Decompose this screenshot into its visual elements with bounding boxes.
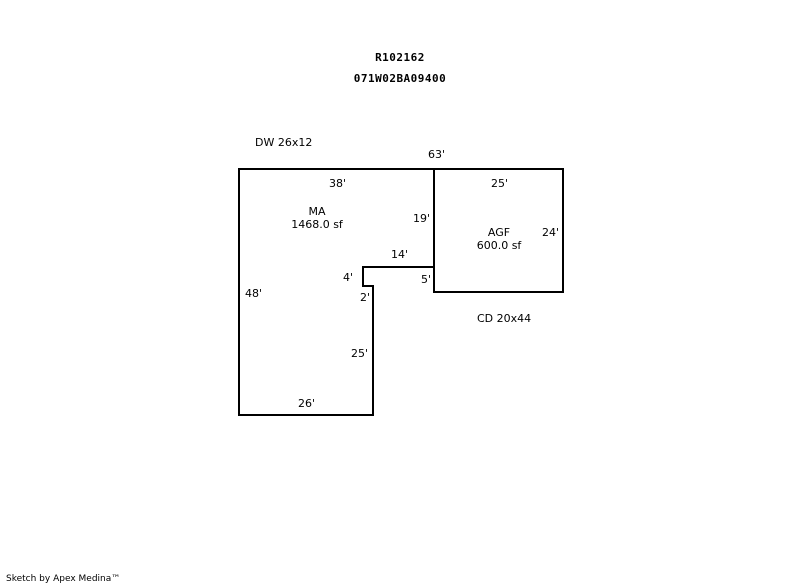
- garage-code: AGF: [487, 226, 511, 239]
- ma-dim-notch-top: 14': [391, 248, 409, 261]
- ma-dim-lower-right: 25': [351, 347, 369, 360]
- overall-width-label: 63': [428, 148, 446, 161]
- ma-dim-notch-left: 4': [343, 271, 354, 284]
- garage-area-size: 600.0 sf: [476, 239, 522, 252]
- sketch-credit: Sketch by Apex Medina™: [6, 574, 121, 584]
- garage-outline: [433, 168, 564, 293]
- ma-dim-bottom: 26': [298, 397, 316, 410]
- agf-dim-right: 24': [542, 226, 560, 239]
- main-area-size: 1468.0 sf: [291, 218, 343, 231]
- note-dw: DW 26x12: [255, 136, 313, 149]
- main-area-label: MA 1468.0 sf: [280, 205, 354, 231]
- main-area-code: MA: [308, 205, 326, 218]
- ma-dim-left: 48': [245, 287, 263, 300]
- ma-dim-step-down: 2': [360, 291, 371, 304]
- ma-dim-upper-right: 19': [413, 212, 431, 225]
- note-cd: CD 20x44: [477, 312, 532, 325]
- agf-dim-top: 25': [491, 177, 509, 190]
- ma-dim-notch-right: 5': [421, 273, 432, 286]
- parcel-id: R102162: [375, 51, 425, 64]
- garage-area-label: AGF 600.0 sf: [466, 226, 532, 252]
- map-tax-lot: 071W02BA09400: [353, 72, 447, 85]
- ma-dim-top: 38': [329, 177, 347, 190]
